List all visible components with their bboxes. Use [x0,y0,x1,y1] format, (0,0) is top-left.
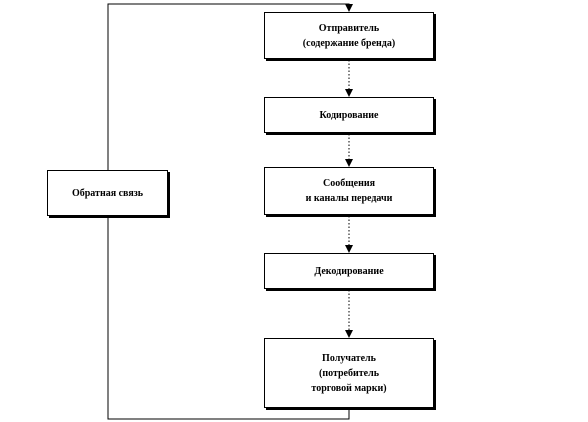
node-coding: Кодирование [264,97,434,133]
edge-receiver-to-feedback [107,217,350,420]
node-sender: Отправитель (содержание бренда) [264,12,434,59]
node-sender-label: Отправитель (содержание бренда) [302,22,396,49]
node-messages-channels: Сообщения и каналы передачи [264,167,434,215]
node-receiver-label: Получатель (потребитель торговой марки) [311,352,387,394]
node-messages-label: Сообщения и каналы передачи [305,178,393,204]
node-feedback: Обратная связь [47,170,168,216]
node-coding-label: Кодирование [319,109,379,121]
node-feedback-label: Обратная связь [71,187,144,199]
node-receiver: Получатель (потребитель торговой марки) [264,338,434,408]
node-decoding-label: Декодирование [314,265,384,277]
node-decoding: Декодирование [264,253,434,289]
edge-feedback-to-sender [107,3,353,170]
